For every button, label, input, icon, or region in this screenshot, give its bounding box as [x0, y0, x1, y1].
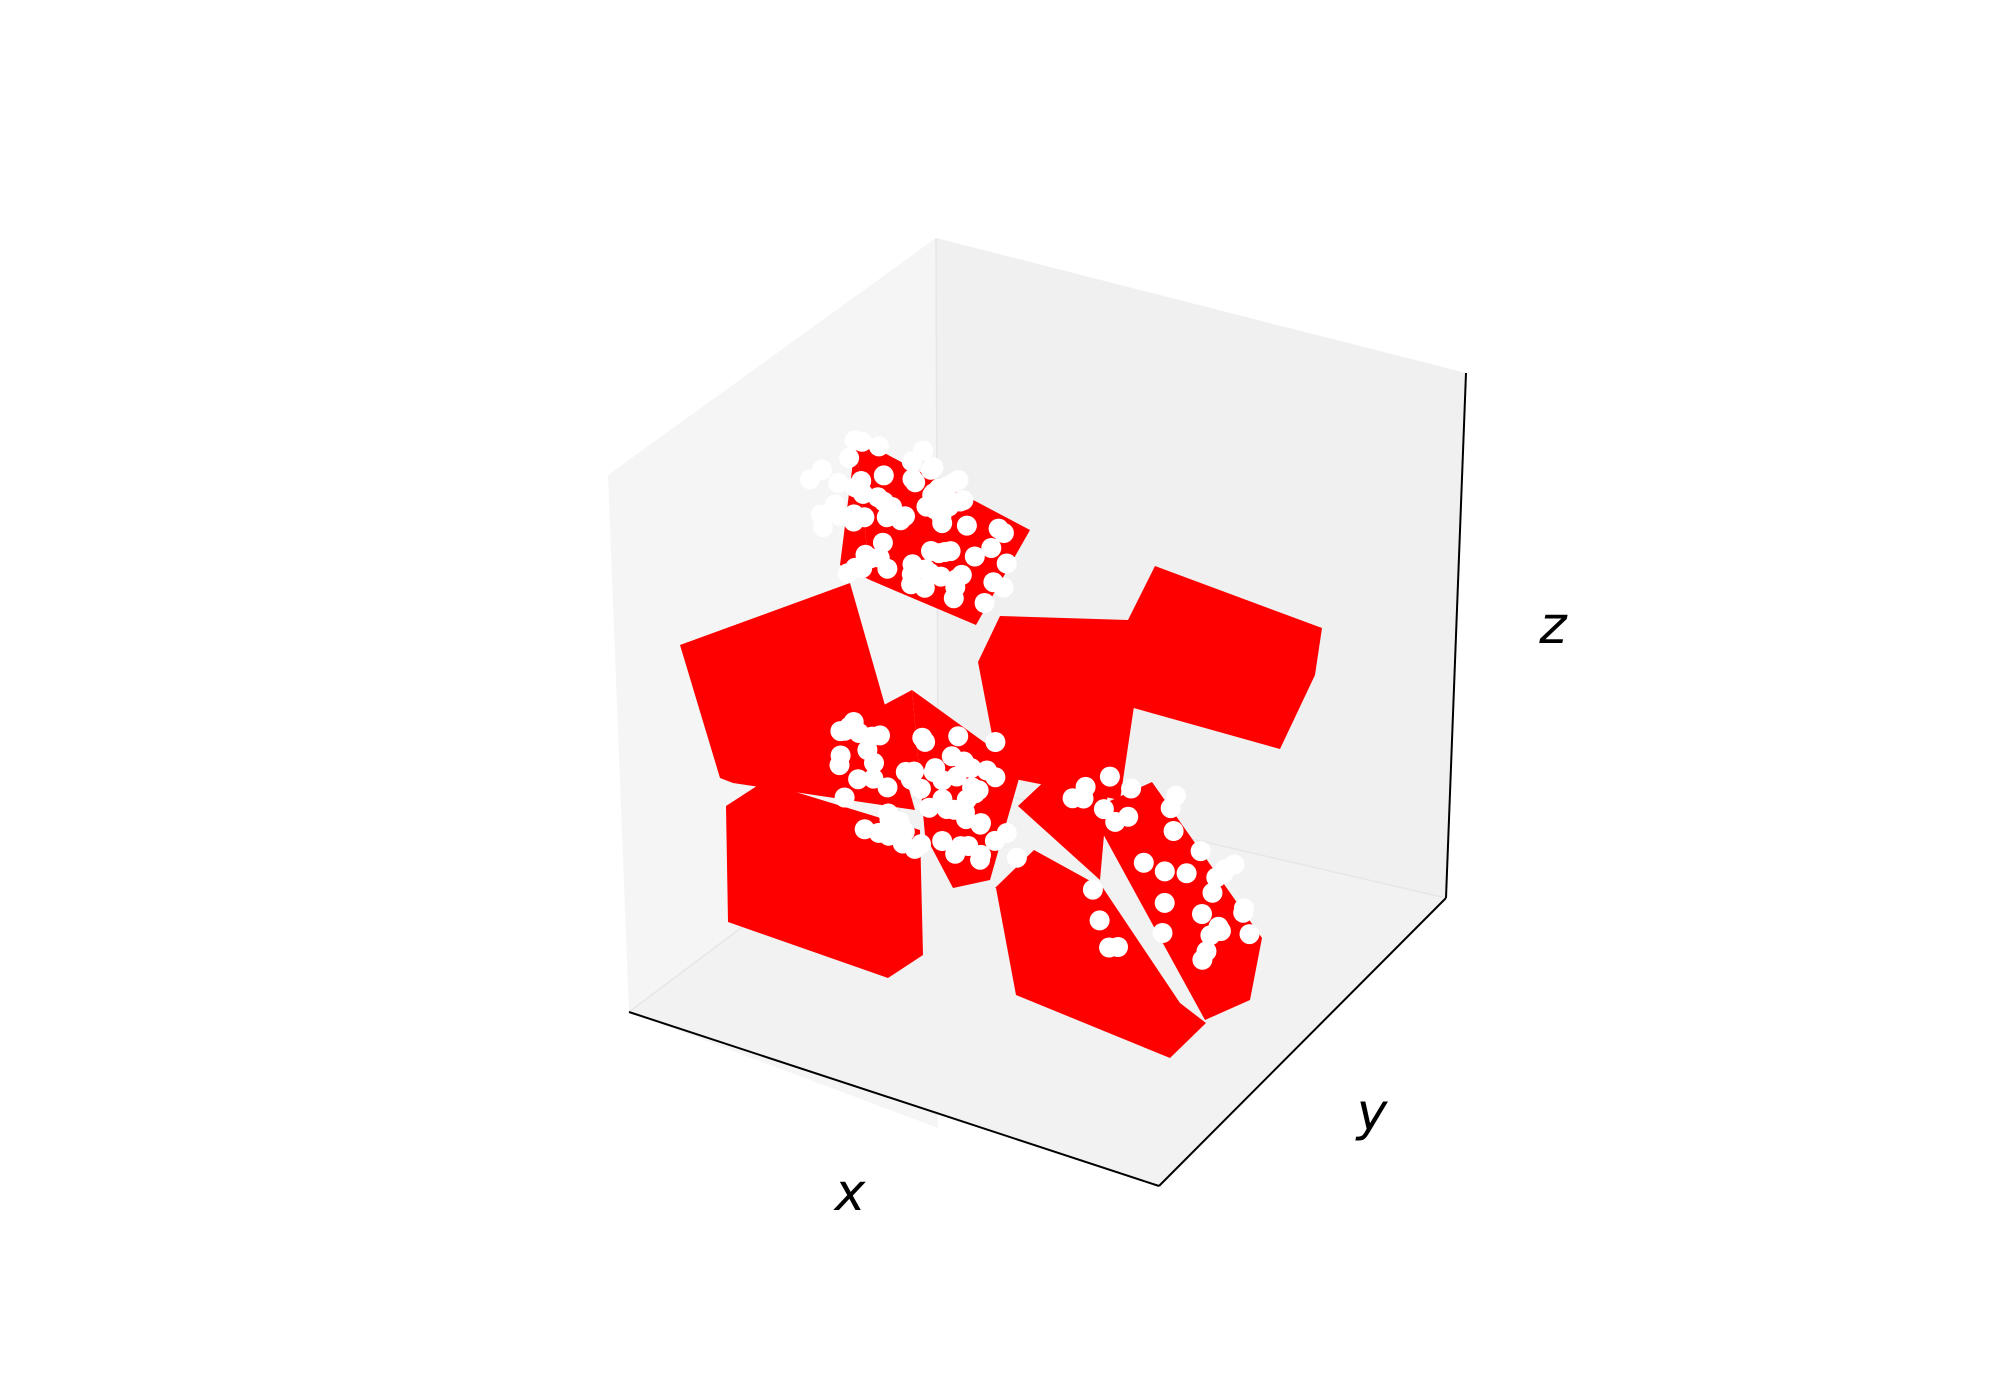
y-axis-label: y — [1355, 1083, 1389, 1143]
scatter-point-128 — [971, 813, 991, 834]
scatter-point-43 — [981, 538, 1002, 558]
scatter-point-152 — [1154, 892, 1175, 913]
scatter-point-79 — [852, 431, 873, 452]
scatter-point-105 — [932, 770, 953, 791]
scatter-point-80 — [916, 496, 937, 517]
scatter-point-93 — [877, 777, 898, 798]
scatter-point-68 — [902, 468, 923, 489]
scatter-point-108 — [911, 834, 931, 855]
scatter-point-168 — [1082, 879, 1103, 900]
scatter-point-109 — [985, 732, 1006, 752]
scatter-point-72 — [845, 477, 866, 498]
scatter-point-163 — [1233, 898, 1254, 919]
scatter-point-133 — [864, 752, 884, 773]
scatter-point-64 — [934, 542, 955, 562]
scatter-point-137 — [843, 712, 864, 732]
scatter-point-61 — [930, 566, 951, 587]
scatter-point-71 — [867, 487, 888, 508]
scatter-point-159 — [1108, 937, 1128, 957]
scatter-point-130 — [984, 830, 1005, 851]
scatter-point-76 — [950, 491, 971, 512]
scatter-point-178 — [1152, 923, 1173, 943]
scatter-point-171 — [1121, 778, 1142, 799]
z-axis-line — [1445, 372, 1467, 899]
z-axis-label: z — [1538, 596, 1568, 656]
scatter-point-44 — [812, 517, 833, 538]
axis-lines — [628, 372, 1467, 1187]
scatter-point-74 — [996, 553, 1017, 574]
scatter-point-104 — [1006, 847, 1027, 868]
scatter-point-179 — [1163, 821, 1184, 841]
scatter-point-125 — [878, 825, 899, 846]
scatter-point-70 — [872, 532, 893, 553]
scatter-point-97 — [948, 726, 969, 747]
scatter-point-58 — [800, 469, 820, 490]
scatter-point-110 — [895, 761, 916, 782]
cube-faces — [680, 438, 1322, 1058]
scatter-point-160 — [1202, 882, 1223, 903]
scatter-point-56 — [861, 548, 881, 569]
scatter-point-172 — [1215, 859, 1236, 880]
scatter-point-165 — [1190, 841, 1211, 862]
scatter-point-173 — [1192, 949, 1213, 970]
scatter-point-120 — [834, 787, 855, 808]
scatter-point-67 — [920, 459, 941, 480]
cube-face-10 — [1090, 782, 1262, 1020]
scatter-point-48 — [993, 523, 1014, 543]
scatter-point-123 — [932, 831, 953, 851]
scatter-point-153 — [1154, 861, 1175, 882]
x-axis-line — [628, 1011, 1160, 1187]
scatter-point-98 — [848, 769, 869, 790]
x-axis-label: x — [833, 1163, 867, 1223]
scatter-point-66 — [945, 577, 966, 598]
scatter-point-166 — [1176, 863, 1197, 884]
scatter-point-176 — [1166, 785, 1186, 806]
scatter-point-32 — [913, 440, 934, 461]
scatter-point-69 — [931, 506, 952, 527]
scatter-point-134 — [910, 778, 931, 799]
scatter-point-60 — [974, 593, 995, 613]
scatter-points — [800, 430, 1260, 970]
scatter-point-55 — [877, 558, 898, 579]
scatter-point-14 — [993, 577, 1014, 598]
scatter-point-77 — [895, 506, 915, 527]
scatter-point-35 — [956, 515, 977, 536]
scatter-point-138 — [879, 809, 900, 830]
scatter-point-106 — [976, 760, 997, 781]
scatter-point-136 — [950, 836, 971, 857]
scatter-point-31 — [839, 447, 860, 468]
cube-face-9 — [995, 850, 1206, 1058]
scatter-point-17 — [828, 472, 849, 493]
scatter-point-75 — [915, 559, 936, 580]
scatter-point-122 — [971, 844, 991, 865]
scatter-point-34 — [873, 465, 894, 486]
scatter-point-140 — [915, 731, 936, 752]
y-axis-line — [1158, 897, 1447, 1187]
cube-face-5 — [978, 566, 1155, 800]
scatter-point-127 — [894, 821, 915, 842]
scatter-point-46 — [964, 546, 985, 567]
scatter-point-135 — [830, 745, 851, 766]
scatter-point-180 — [1075, 776, 1096, 797]
scatter-point-63 — [854, 507, 875, 528]
scatter-point-143 — [870, 725, 890, 746]
cube-face-4 — [1105, 566, 1322, 749]
scatter-point-78 — [845, 557, 866, 578]
scatter-point-175 — [1118, 806, 1139, 827]
scatter-point-30 — [868, 436, 889, 457]
scatter-point-131 — [953, 751, 974, 772]
scatter-point-73 — [829, 505, 850, 526]
scatter-point-150 — [1133, 852, 1154, 873]
scatter-point-154 — [1192, 904, 1212, 924]
scatter-point-144 — [932, 789, 953, 810]
scatter-point-148 — [1093, 799, 1114, 820]
scatter-point-158 — [1099, 766, 1120, 787]
scatter-point-177 — [1089, 910, 1110, 931]
scatter-point-41 — [914, 577, 935, 598]
scatter-point-161 — [1239, 924, 1260, 945]
scatter-point-174 — [1208, 916, 1229, 937]
scatter-point-145 — [962, 777, 983, 798]
